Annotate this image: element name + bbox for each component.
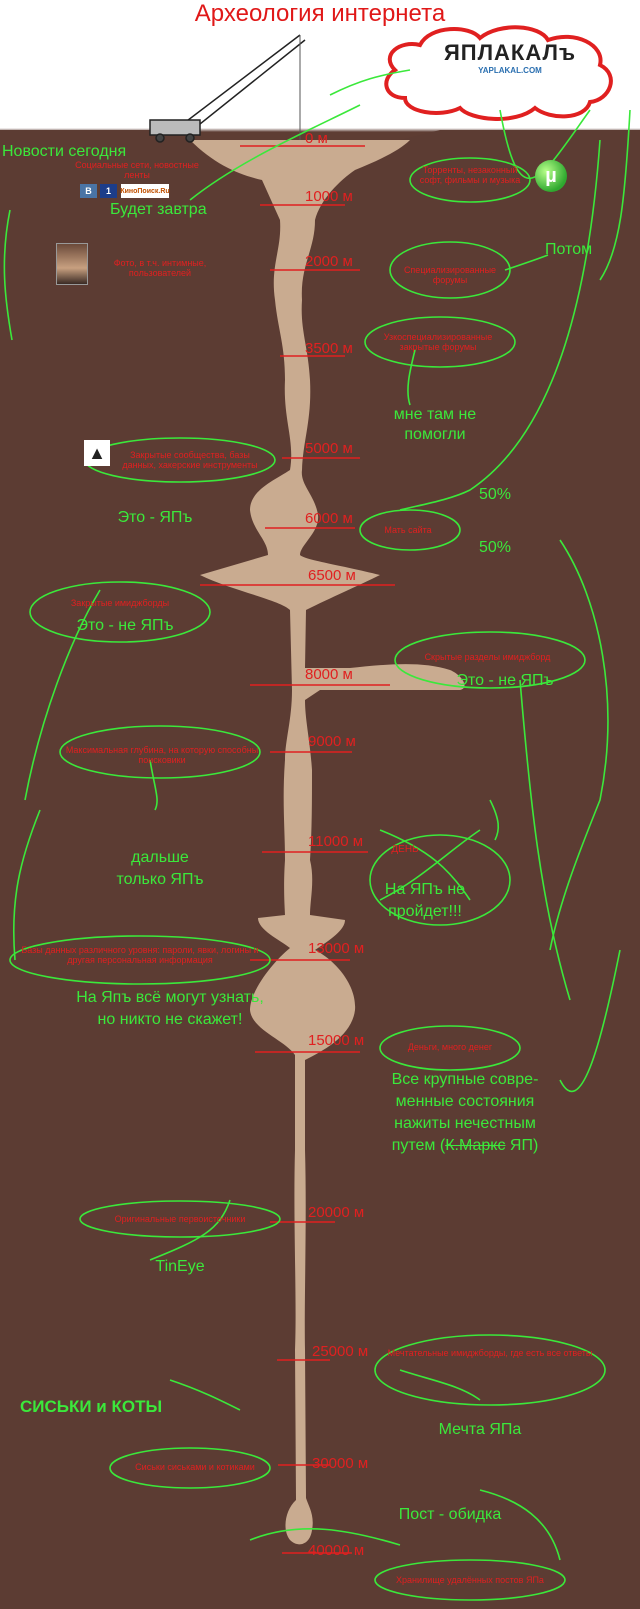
ground-surface bbox=[0, 130, 640, 1609]
yaplakal-logo[interactable]: ЯПЛАКАЛъ YAPLAKAL.COM bbox=[430, 40, 590, 86]
green-know-1: На Япъ всё могут узнать, bbox=[76, 989, 264, 1006]
note-social: Социальные сети, новостные ленты bbox=[75, 160, 199, 180]
green-fortunes-3: нажиты нечестным bbox=[394, 1115, 536, 1132]
fortunes-4a: путем ( bbox=[391, 1137, 446, 1154]
green-news-today: Новости сегодня bbox=[2, 143, 127, 160]
note-hidden: Скрытые разделы имиджборд bbox=[424, 652, 551, 662]
logo-cloud bbox=[384, 25, 613, 121]
note-deep-page: Мать сайта bbox=[384, 525, 432, 535]
photo-thumbnail bbox=[56, 243, 88, 285]
depth-label: 11000 м bbox=[308, 833, 364, 850]
green-post: Пост - обидка bbox=[398, 1506, 502, 1523]
note-specialized: Специализированные форумы bbox=[403, 265, 497, 285]
depth-label: 15000 м bbox=[308, 1032, 365, 1049]
depth-label: 13000 м bbox=[308, 940, 365, 957]
note-databases: Базы данных различного уровня: пароли, я… bbox=[21, 945, 259, 965]
kinopoisk-badge[interactable]: КиноПоиск.Ru bbox=[120, 184, 170, 198]
green-fortunes-2: менные состояния bbox=[395, 1093, 535, 1110]
depth-label: 8000 м bbox=[305, 666, 353, 683]
fortunes-crossed: К.Маркс bbox=[445, 1137, 506, 1154]
green-boobs: СИСЬКИ и КОТЫ bbox=[20, 1397, 163, 1416]
green-know-2: но никто не скажет! bbox=[97, 1011, 243, 1028]
note-closed-forums: Закрытые имиджборды bbox=[70, 598, 170, 608]
depth-ticks bbox=[200, 145, 395, 1554]
note-kittens: Сиськи сиськами и котиками bbox=[135, 1462, 255, 1472]
depth-label: 0 м bbox=[305, 130, 328, 147]
note-money: Деньги, много денег bbox=[407, 1042, 493, 1052]
note-original-source: Оригинальные первоисточники bbox=[114, 1214, 246, 1224]
depth-label: 5000 м bbox=[305, 440, 353, 457]
note-photo: Фото, в т.ч. интимные, пользователей bbox=[113, 258, 207, 278]
depth-label: 20000 м bbox=[308, 1204, 365, 1221]
green-ovals bbox=[9, 157, 606, 1601]
green-wont-pass-1: На ЯПъ не bbox=[384, 881, 466, 898]
green-dream: Мечта ЯПа bbox=[438, 1421, 522, 1438]
utorrent-icon: µ bbox=[535, 160, 567, 192]
depth-label: 40000 м bbox=[308, 1542, 365, 1559]
crane bbox=[149, 34, 306, 143]
first-channel-badge[interactable]: 1 bbox=[100, 184, 117, 198]
depth-label: 1000 м bbox=[305, 188, 353, 205]
green-tineye: TinEye bbox=[155, 1258, 205, 1275]
note-closed: Закрытые сообщества, базы данных, хакерс… bbox=[122, 450, 258, 470]
green-fifty-1: 50% bbox=[478, 486, 512, 503]
green-wont-pass-2: пройдет!!! bbox=[388, 903, 462, 920]
depth-label: 25000 м bbox=[312, 1343, 369, 1360]
depth-label: 3500 м bbox=[305, 340, 353, 357]
vk-badge[interactable]: В bbox=[80, 184, 97, 198]
triangle-logo-icon: ▲ bbox=[84, 440, 110, 466]
green-fifty-2: 50% bbox=[478, 539, 512, 556]
note-niche: Узкоспециализированные закрытые форумы bbox=[383, 332, 493, 352]
note-crossed: ДЕНЬ bbox=[391, 844, 419, 855]
depth-label: 6500 м bbox=[308, 567, 356, 584]
note-dreams: Мечтательные имиджборды, где есть все от… bbox=[387, 1348, 593, 1358]
green-no-help-2: помогли bbox=[404, 426, 466, 443]
note-max-depth: Максимальная глубина, на которую способн… bbox=[65, 745, 259, 765]
green-no-help-1: мне там не bbox=[393, 406, 477, 423]
note-archive: Хранилище удалённых постов ЯПа bbox=[396, 1575, 544, 1585]
green-not-yap-1: Это - не ЯПъ bbox=[76, 617, 174, 634]
logo-text: ЯПЛАКАЛъ bbox=[443, 40, 576, 65]
depth-label: 2000 м bbox=[305, 253, 353, 270]
fortunes-4c: ЯП) bbox=[505, 1137, 539, 1154]
green-tomorrow: Будет завтра bbox=[110, 201, 207, 218]
green-only-yap-2: только ЯПъ bbox=[116, 871, 204, 888]
depth-label: 9000 м bbox=[308, 733, 356, 750]
logo-url: YAPLAKAL.COM bbox=[478, 66, 542, 75]
green-later: Потом bbox=[545, 241, 593, 258]
green-fortunes-1: Все крупные совре- bbox=[391, 1071, 539, 1088]
green-this-yap: Это - ЯПъ bbox=[117, 509, 193, 526]
green-fortunes-4: путем (К.Маркс ЯП) bbox=[370, 1136, 560, 1156]
green-not-yap-2: Это - не ЯПъ bbox=[456, 672, 554, 689]
depth-label: 30000 м bbox=[312, 1455, 369, 1472]
green-only-yap-1: дальше bbox=[131, 849, 189, 866]
green-arrows bbox=[3, 69, 631, 1561]
page-title: Археология интернета bbox=[194, 0, 446, 27]
depth-label: 6000 м bbox=[305, 510, 353, 527]
note-torrents: Торренты, незаконный софт, фильмы и музы… bbox=[419, 165, 521, 185]
